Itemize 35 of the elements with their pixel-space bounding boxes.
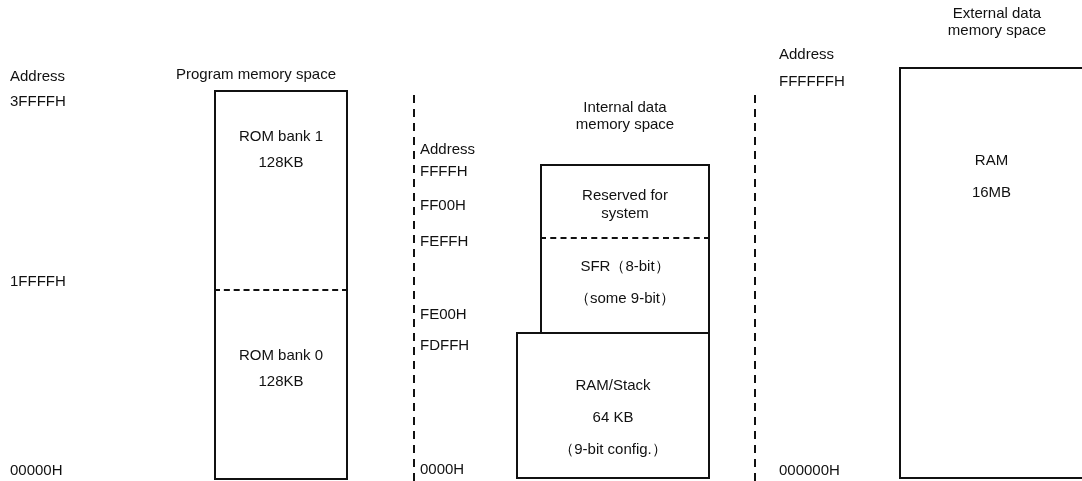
block-label: 128KB [258, 153, 304, 171]
section-heading: External data memory space [946, 4, 1048, 38]
block-label: 64 KB [592, 408, 634, 426]
address-heading: Address [420, 140, 476, 157]
address-heading: Address [779, 45, 835, 62]
block-label: SFR（8-bit） [580, 257, 670, 275]
address-heading: Address [10, 67, 66, 84]
address-label: FF00H [420, 196, 466, 213]
address-label: 00000H [10, 461, 63, 478]
address-label: FDFFH [420, 336, 470, 353]
address-label: 0000H [420, 460, 465, 477]
memory-block [214, 289, 348, 480]
section-heading: Program memory space [174, 65, 338, 82]
block-label: （9-bit config.） [559, 440, 667, 458]
block-label: （some 9-bit） [575, 289, 675, 307]
section-heading: Internal data memory space [574, 98, 676, 132]
memory-block [516, 332, 710, 479]
block-label: ROM bank 0 [238, 346, 324, 364]
block-label: ROM bank 1 [238, 127, 324, 145]
block-label: RAM/Stack [575, 376, 651, 394]
address-label: FFFFFFH [779, 72, 845, 89]
address-label: 000000H [779, 461, 840, 478]
memory-block [899, 67, 1082, 479]
block-label: 16MB [971, 183, 1012, 201]
memory-block [540, 237, 710, 334]
address-label: FEFFH [420, 232, 469, 249]
address-label: 1FFFFH [10, 272, 66, 289]
address-label: 3FFFFH [10, 92, 66, 109]
block-label: Reserved for system [581, 186, 669, 222]
address-label: FE00H [420, 305, 467, 322]
memory-block [214, 90, 348, 291]
block-label: 128KB [258, 372, 304, 390]
address-label: FFFFH [420, 162, 468, 179]
memory-block [540, 164, 710, 239]
block-label: RAM [974, 151, 1009, 169]
